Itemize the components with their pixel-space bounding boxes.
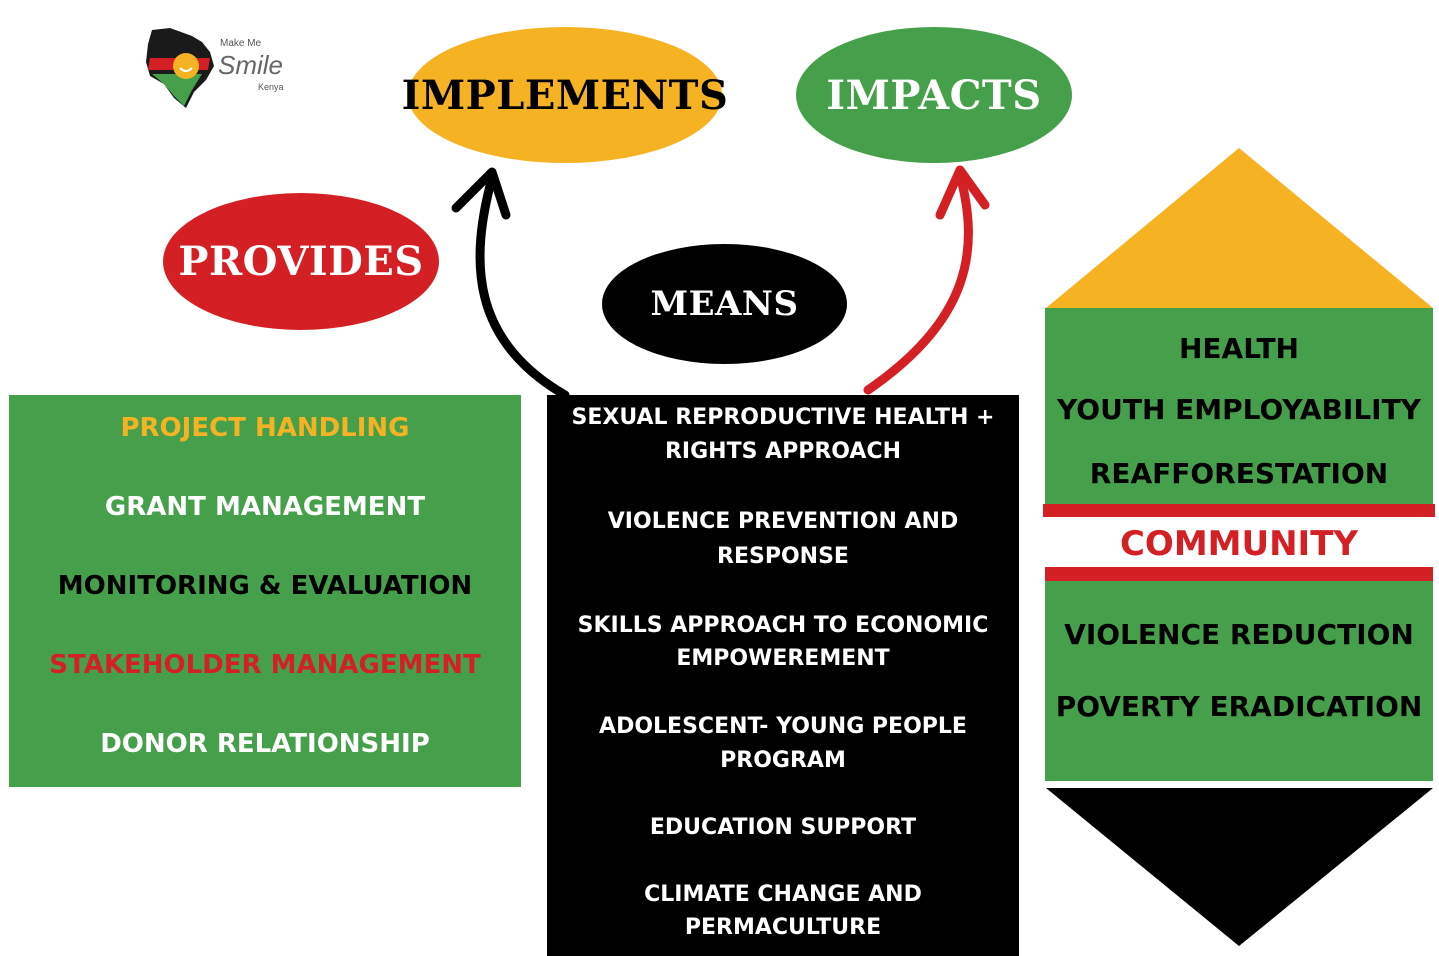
kenya-map-logo-icon — [146, 28, 214, 108]
arrowhead-impacts-icon — [935, 165, 990, 220]
means-item: EDUCATION SUPPORT — [547, 811, 1019, 847]
means-item-line: SEXUAL REPRODUCTIVE HEALTH + — [571, 405, 995, 430]
shield-white-band — [1045, 517, 1433, 567]
logo-text-top: Make Me — [220, 38, 262, 49]
arrow-means-to-impacts — [863, 170, 973, 395]
shield-bottom-triangle — [1046, 788, 1433, 946]
impacts-panel: HEALTH YOUTH EMPLOYABILITY REAFFORESTATI… — [1045, 308, 1433, 782]
impacts-label: IMPACTS — [826, 71, 1042, 119]
means-item: CLIMATE CHANGE AND PERMACULTURE — [547, 878, 1019, 948]
provides-box: PROJECT HANDLING GRANT MANAGEMENT MONITO… — [9, 395, 521, 787]
impact-item: VIOLENCE REDUCTION — [1064, 618, 1414, 651]
provides-item: MONITORING & EVALUATION — [57, 571, 473, 601]
arrowhead-implements-icon — [451, 167, 511, 220]
means-item: ADOLESCENT- YOUNG PEOPLE PROGRAM — [547, 710, 1019, 780]
impacts-shield-shape — [1043, 148, 1435, 946]
impact-item: YOUTH EMPLOYABILITY — [1057, 393, 1421, 426]
shield-red-band-top — [1043, 504, 1435, 517]
impact-item: HEALTH — [1179, 332, 1299, 365]
provides-item: GRANT MANAGEMENT — [104, 492, 426, 522]
shield-red-band-bottom — [1045, 567, 1433, 581]
logo-text-main: Smile — [218, 50, 284, 80]
means-item-line: RIGHTS APPROACH — [664, 439, 902, 464]
shield-bottom-green — [1045, 581, 1433, 781]
shield-top-triangle — [1046, 148, 1433, 308]
means-item-line: SKILLS APPROACH TO ECONOMIC — [577, 613, 989, 638]
impacts-ellipse: IMPACTS — [796, 27, 1072, 163]
means-item: SKILLS APPROACH TO ECONOMIC EMPOWEREMENT — [547, 609, 1019, 679]
means-label: MEANS — [650, 284, 799, 324]
implements-ellipse: IMPLEMENTS — [402, 27, 728, 163]
means-item-line: EMPOWEREMENT — [676, 646, 890, 671]
means-box: SEXUAL REPRODUCTIVE HEALTH + RIGHTS APPR… — [547, 395, 1019, 956]
arrow-means-to-implements — [475, 173, 570, 400]
provides-item: PROJECT HANDLING — [120, 413, 410, 443]
provides-ellipse: PROVIDES — [163, 193, 439, 330]
means-item-line: VIOLENCE PREVENTION AND — [607, 509, 959, 534]
provides-label: PROVIDES — [178, 238, 424, 285]
logo-text-bottom: Kenya — [258, 82, 284, 92]
means-item: SEXUAL REPRODUCTIVE HEALTH + RIGHTS APPR… — [547, 401, 1019, 471]
impact-item: REAFFORESTATION — [1089, 457, 1389, 490]
community-label: COMMUNITY — [1119, 524, 1359, 564]
logo: Make Me Smile Kenya — [140, 22, 290, 112]
means-item-line: PERMACULTURE — [684, 915, 882, 940]
provides-item: DONOR RELATIONSHIP — [100, 729, 430, 759]
means-ellipse: MEANS — [602, 244, 847, 364]
means-item-line: CLIMATE CHANGE AND — [644, 882, 922, 907]
shield-top-green — [1045, 308, 1433, 504]
means-item-line: EDUCATION SUPPORT — [649, 815, 917, 840]
provides-item: STAKEHOLDER MANAGEMENT — [49, 650, 481, 680]
means-item-line: RESPONSE — [717, 544, 849, 569]
means-item-line: ADOLESCENT- YOUNG PEOPLE — [599, 714, 967, 739]
means-item: VIOLENCE PREVENTION AND RESPONSE — [547, 505, 1019, 575]
means-item-line: PROGRAM — [720, 748, 846, 773]
implements-label: IMPLEMENTS — [401, 71, 729, 119]
impact-item: POVERTY ERADICATION — [1055, 690, 1423, 723]
